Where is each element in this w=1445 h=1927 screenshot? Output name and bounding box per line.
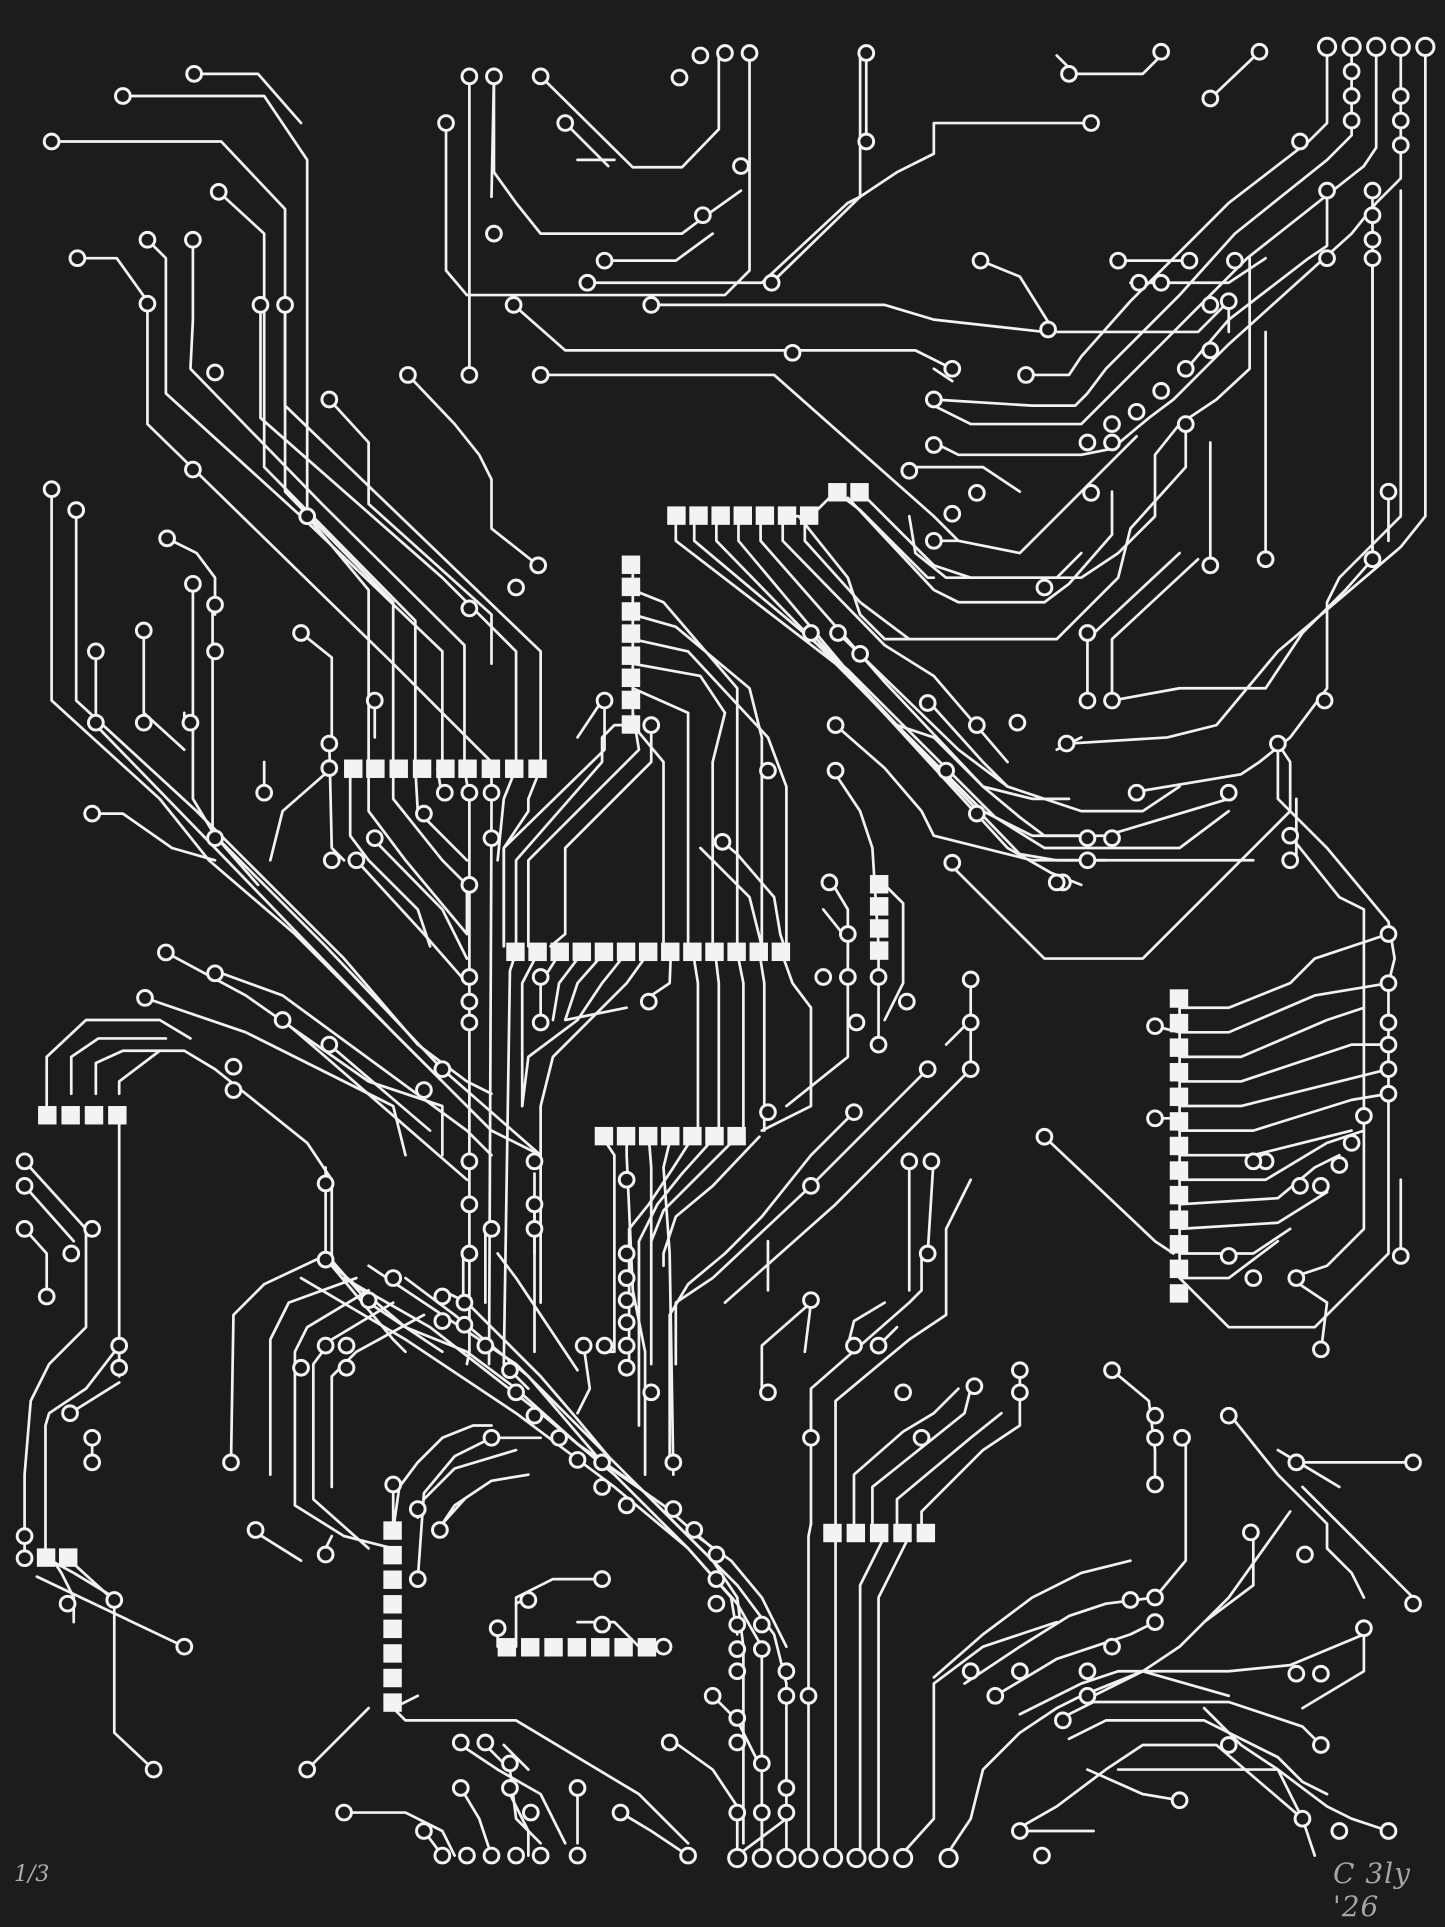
trace-group (23, 45, 1427, 1857)
edition-number: 1/3 (14, 1862, 50, 1887)
artist-signature: C 3ly '26 (1333, 1857, 1411, 1923)
vias (15, 36, 1436, 1869)
pad-rows (36, 483, 1189, 1712)
